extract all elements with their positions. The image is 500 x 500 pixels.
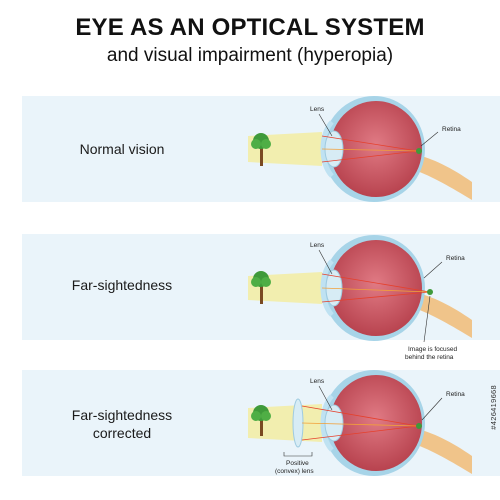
lens-pointer	[318, 113, 333, 137]
ray	[321, 135, 419, 152]
tree-icon	[251, 133, 271, 166]
retina-pointer	[421, 397, 443, 421]
lens-label: Lens	[310, 242, 325, 249]
focus-point	[416, 148, 422, 154]
retina-label: Retina	[446, 255, 465, 262]
eye-diagram: Lens Retina Positive (convex) lens	[248, 370, 472, 476]
retina-pointer	[420, 131, 439, 147]
eyeball	[330, 240, 422, 336]
panel-label: Far-sightedness	[71, 277, 173, 293]
tree-icon	[251, 405, 271, 436]
retina-pointer	[423, 261, 443, 279]
lens-pointer	[318, 249, 333, 275]
lens	[324, 404, 344, 442]
ray	[321, 291, 431, 303]
convex-lens	[292, 398, 304, 448]
optic-nerve	[414, 292, 472, 338]
optic-nerve	[414, 154, 472, 200]
ray	[321, 150, 419, 163]
cornea	[320, 394, 334, 452]
ray	[301, 405, 419, 427]
focus-point	[427, 289, 433, 295]
corrective-line-2: (convex) lens	[275, 468, 314, 475]
lens-label: Lens	[310, 106, 325, 113]
lens-pointer	[318, 385, 333, 411]
ray	[321, 287, 431, 293]
corrective-line-1: Positive	[286, 460, 309, 467]
retina-label: Retina	[442, 126, 461, 133]
panel-label-line-1: Far-sightedness	[71, 407, 173, 423]
panel-far-sightedness-corrected: Far-sightedness corrected Lens R	[22, 370, 500, 476]
optic-nerve	[414, 428, 472, 474]
retina-label: Retina	[446, 391, 465, 398]
stock-id: #426419668	[489, 385, 498, 430]
panel-label: Far-sightedness corrected	[52, 406, 192, 442]
ray	[301, 425, 419, 441]
page-title: EYE AS AN OPTICAL SYSTEM	[75, 14, 425, 41]
eye-diagram: Lens Retina	[248, 96, 472, 202]
corrective-bracket	[283, 452, 313, 457]
ray	[321, 148, 419, 152]
ray	[301, 422, 419, 427]
ray	[321, 273, 431, 293]
lens-label: Lens	[310, 378, 325, 385]
page-subtitle: and visual impairment (hyperopia)	[106, 45, 394, 66]
note-line-2: behind the retina	[405, 354, 454, 361]
panel-label: Normal vision	[79, 141, 165, 157]
eyeball	[330, 101, 422, 197]
panel-far-sightedness: Far-sightedness Lens Retina Image is foc	[22, 234, 500, 361]
panel-label-line-2: corrected	[92, 425, 152, 441]
note-line-1: Image is focused	[408, 346, 458, 353]
note-pointer	[423, 295, 431, 343]
panel-normal-vision: Normal vision	[22, 96, 500, 202]
focus-point	[416, 423, 422, 429]
eye-diagram: Lens Retina Image is focused behind the …	[248, 235, 472, 361]
tree-icon	[251, 271, 271, 304]
eyeball	[330, 375, 422, 471]
